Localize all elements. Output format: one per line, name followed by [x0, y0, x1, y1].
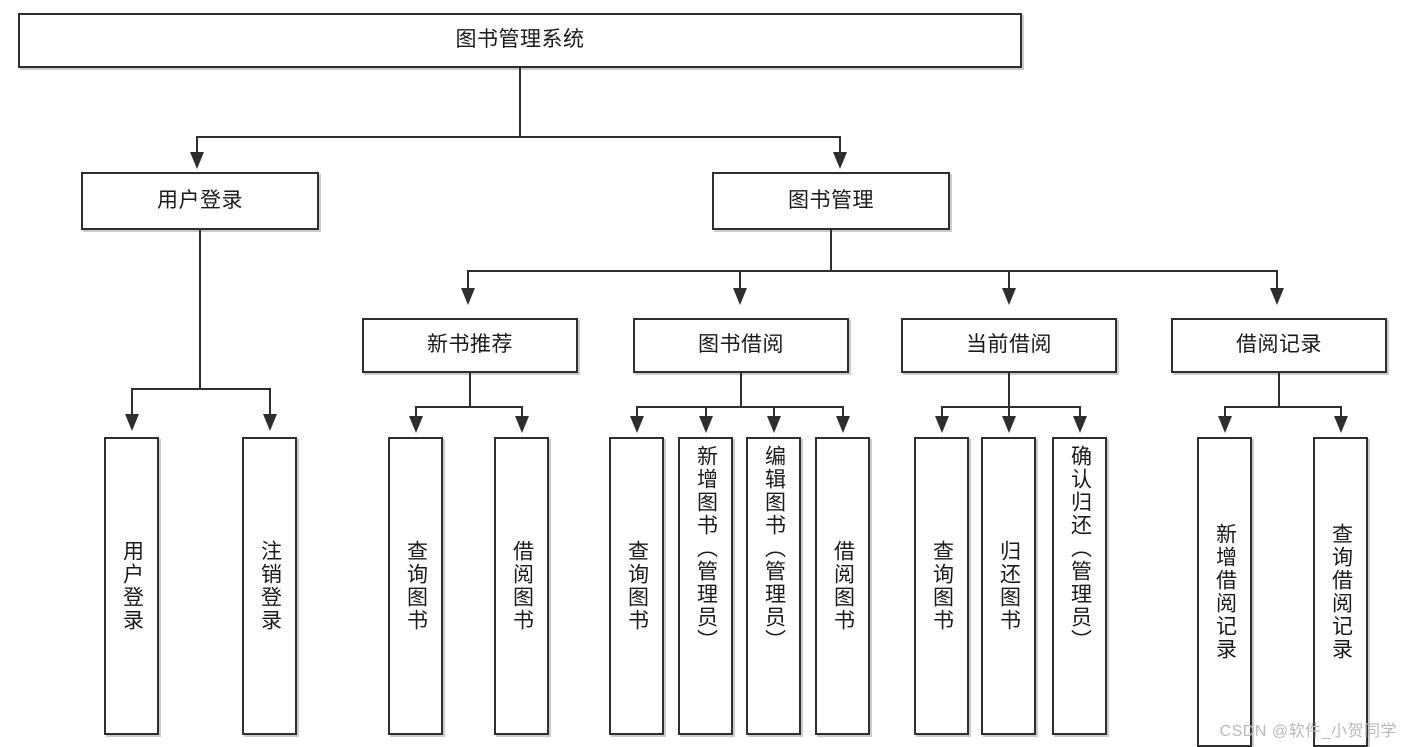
connector-current-stem	[1008, 373, 1010, 408]
node-new-book-recommend-label: 新书推荐	[427, 333, 513, 357]
node-user-login-label: 用户登录	[157, 188, 243, 212]
leaf-borrow-add[interactable]: 新增图书（管理员）	[678, 437, 733, 735]
node-borrow-records-label: 借阅记录	[1236, 333, 1322, 357]
connector-user-bus	[131, 388, 269, 390]
leaf-borrow-book-label: 借阅图书	[831, 540, 855, 632]
connector-borrow-bus	[636, 406, 844, 408]
leaf-current-query-label: 查询图书	[930, 540, 954, 632]
arrow-book-to-new	[461, 288, 475, 305]
connector-newbook-l	[415, 406, 417, 418]
node-root-label: 图书管理系统	[455, 28, 585, 52]
connector-book-bus	[467, 270, 1278, 272]
leaf-borrow-book[interactable]: 借阅图书	[815, 437, 870, 735]
arrow-borrow-leaf-2	[699, 416, 713, 433]
connector-records-l	[1224, 406, 1226, 418]
connector-borrow-c2	[705, 406, 707, 418]
connector-newbook-stem	[469, 373, 471, 408]
connector-records-stem	[1278, 373, 1280, 408]
leaf-borrow-add-label: 新增图书（管理员）	[694, 445, 718, 652]
connector-book-c4	[1276, 270, 1278, 290]
connector-root-to-user	[196, 136, 198, 154]
arrow-root-to-book	[833, 152, 847, 169]
connector-borrow-stem	[740, 373, 742, 408]
leaf-current-return[interactable]: 归还图书	[981, 437, 1036, 735]
watermark: CSDN @软件_小贺同学	[1219, 723, 1397, 740]
connector-user-right	[269, 388, 271, 416]
leaf-current-confirm-return[interactable]: 确认归还（管理员）	[1052, 437, 1107, 735]
arrow-newbook-leaf-1	[409, 416, 423, 433]
connector-book-stem	[830, 230, 832, 272]
connector-user-left	[131, 388, 133, 416]
leaf-newbook-query-label: 查询图书	[404, 540, 428, 632]
node-book-borrow-label: 图书借阅	[698, 333, 784, 357]
connector-book-c1	[467, 270, 469, 290]
arrow-borrow-leaf-1	[630, 416, 644, 433]
arrow-borrow-leaf-3	[767, 416, 781, 433]
connector-newbook-bus	[415, 406, 523, 408]
leaf-borrow-edit[interactable]: 编辑图书（管理员）	[746, 437, 801, 735]
arrow-root-to-user	[190, 152, 204, 169]
connector-borrow-c4	[842, 406, 844, 418]
leaf-records-add[interactable]: 新增借阅记录	[1197, 437, 1252, 747]
connector-book-c2	[739, 270, 741, 290]
node-user-login[interactable]: 用户登录	[81, 172, 319, 230]
connector-root-stem	[519, 68, 521, 136]
leaf-records-add-label: 新增借阅记录	[1213, 523, 1237, 661]
connector-current-c1	[941, 406, 943, 418]
connector-current-bus	[941, 406, 1081, 408]
node-current-borrow[interactable]: 当前借阅	[901, 318, 1117, 373]
node-book-management-label: 图书管理	[788, 188, 874, 212]
leaf-newbook-borrow-label: 借阅图书	[510, 540, 534, 632]
connector-records-bus	[1224, 406, 1342, 408]
leaf-borrow-edit-label: 编辑图书（管理员）	[762, 445, 786, 652]
connector-current-c2	[1008, 406, 1010, 418]
leaf-records-query-label: 查询借阅记录	[1329, 523, 1353, 661]
leaf-user-logout-label: 注销登录	[258, 540, 282, 632]
connector-root-bus	[196, 136, 841, 138]
leaf-user-login[interactable]: 用户登录	[104, 437, 159, 735]
leaf-user-login-label: 用户登录	[120, 540, 144, 632]
arrow-user-leaf-1	[125, 414, 139, 431]
arrow-book-to-records	[1270, 288, 1284, 305]
node-book-management[interactable]: 图书管理	[712, 172, 950, 230]
arrow-book-to-current	[1002, 288, 1016, 305]
arrow-borrow-leaf-4	[836, 416, 850, 433]
arrow-records-leaf-1	[1218, 416, 1232, 433]
connector-root-to-book	[839, 136, 841, 154]
node-new-book-recommend[interactable]: 新书推荐	[362, 318, 578, 373]
node-current-borrow-label: 当前借阅	[966, 333, 1052, 357]
leaf-newbook-borrow[interactable]: 借阅图书	[494, 437, 549, 735]
leaf-borrow-query-label: 查询图书	[625, 540, 649, 632]
leaf-current-query[interactable]: 查询图书	[914, 437, 969, 735]
arrow-records-leaf-2	[1334, 416, 1348, 433]
leaf-borrow-query[interactable]: 查询图书	[609, 437, 664, 735]
leaf-newbook-query[interactable]: 查询图书	[388, 437, 443, 735]
arrow-newbook-leaf-2	[515, 416, 529, 433]
connector-current-c3	[1079, 406, 1081, 418]
arrow-current-leaf-3	[1073, 416, 1087, 433]
leaf-records-query[interactable]: 查询借阅记录	[1313, 437, 1368, 747]
connector-user-stem	[199, 230, 201, 388]
leaf-current-return-label: 归还图书	[997, 540, 1021, 632]
connector-book-c3	[1008, 270, 1010, 290]
arrow-current-leaf-1	[935, 416, 949, 433]
arrow-current-leaf-2	[1002, 416, 1016, 433]
connector-newbook-r	[521, 406, 523, 418]
arrow-book-to-borrow	[733, 288, 747, 305]
leaf-user-logout[interactable]: 注销登录	[242, 437, 297, 735]
connector-borrow-c1	[636, 406, 638, 418]
node-root[interactable]: 图书管理系统	[18, 13, 1022, 68]
node-book-borrow[interactable]: 图书借阅	[633, 318, 849, 373]
node-borrow-records[interactable]: 借阅记录	[1171, 318, 1387, 373]
arrow-user-leaf-2	[263, 414, 277, 431]
leaf-current-confirm-return-label: 确认归还（管理员）	[1068, 445, 1092, 652]
connector-borrow-c3	[773, 406, 775, 418]
connector-records-r	[1340, 406, 1342, 418]
